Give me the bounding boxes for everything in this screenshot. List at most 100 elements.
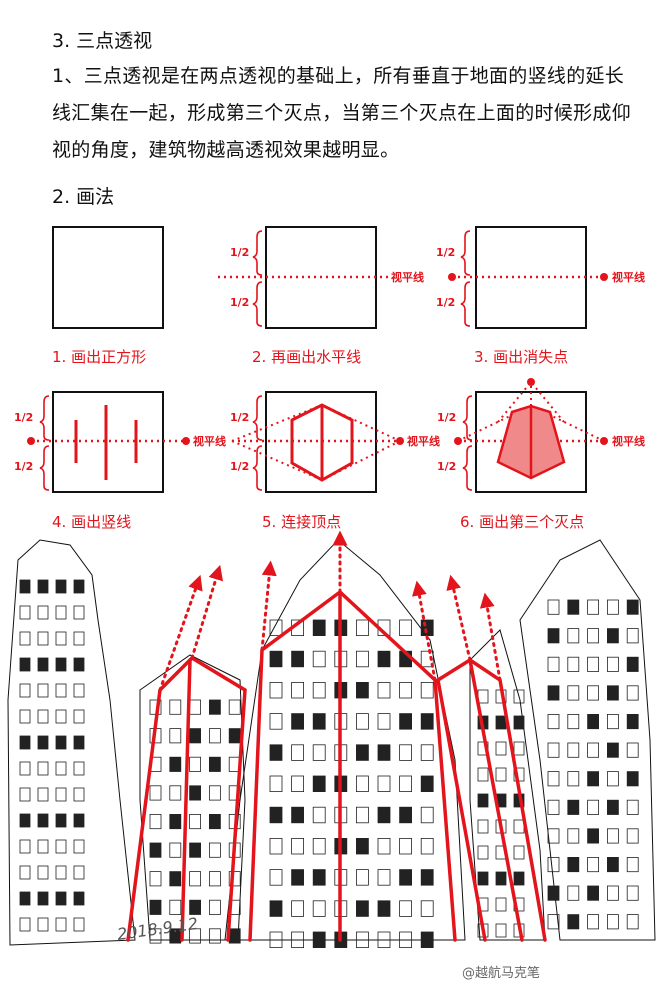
window-mark (291, 775, 305, 793)
window-mark (208, 871, 221, 887)
window-mark (567, 714, 580, 730)
horizon-label: 视平线 (612, 270, 645, 284)
window-mark (189, 842, 202, 858)
convergence-lines (126, 589, 547, 942)
step-caption-1: 1. 画出正方形 (52, 348, 147, 366)
window-mark (228, 785, 241, 801)
window-mark (149, 814, 162, 830)
window-mark (607, 685, 619, 701)
window-mark (269, 900, 283, 917)
window-mark (420, 931, 434, 949)
window-mark (377, 900, 391, 917)
window-mark (312, 900, 326, 917)
window-mark (626, 885, 639, 901)
window-mark (189, 928, 202, 944)
step2-figure: 1/2 1/2 视平线 (218, 226, 424, 329)
window-mark (587, 714, 599, 730)
window-mark (547, 599, 560, 615)
window-mark (189, 756, 202, 772)
window-mark (149, 785, 162, 801)
window-mark (312, 775, 326, 793)
window-mark (312, 713, 326, 730)
window-mark (19, 605, 31, 620)
window-mark (477, 845, 489, 860)
window-mark (420, 869, 434, 886)
window-mark (269, 744, 283, 761)
window-mark (73, 709, 85, 724)
window-mark (73, 657, 85, 672)
window-mark (567, 828, 580, 844)
window-mark (495, 897, 507, 912)
window-mark (189, 785, 202, 801)
window-mark (312, 744, 326, 761)
window-mark (269, 931, 283, 949)
window-mark (269, 869, 283, 886)
half-label: 1/2 (437, 460, 456, 473)
step5-figure: 1/2 1/2 视平线 (230, 391, 440, 493)
window-mark (55, 761, 67, 776)
window-mark (55, 813, 67, 828)
window-mark (291, 650, 305, 668)
window-mark (626, 628, 639, 644)
window-mark (420, 682, 434, 699)
window-mark (547, 857, 560, 873)
window-mark (377, 713, 391, 730)
window-mark (37, 839, 49, 854)
window-mark (312, 869, 326, 886)
window-mark (55, 917, 67, 932)
window-mark (169, 756, 182, 772)
window-mark (73, 839, 85, 854)
window-mark (607, 828, 619, 844)
window-mark (547, 799, 560, 815)
building-sketch (7, 539, 656, 946)
window-mark (73, 735, 85, 750)
window-mark (55, 787, 67, 802)
window-mark (377, 931, 391, 949)
window-mark (55, 579, 67, 594)
window-mark (312, 931, 326, 949)
window-mark (355, 900, 369, 917)
window-mark (19, 761, 31, 776)
window-mark (208, 814, 221, 830)
window-mark (19, 813, 31, 828)
description-paragraph: 1、三点透视是在两点透视的基础上，所有垂直于地面的竖线的延长线汇集在一起，形成第… (52, 65, 632, 161)
window-mark (513, 871, 525, 886)
window-mark (587, 799, 599, 815)
window-mark (291, 869, 305, 886)
half-label: 1/2 (437, 411, 456, 424)
window-mark (355, 869, 369, 886)
window-mark (208, 842, 221, 858)
window-mark (169, 699, 182, 715)
window-mark (607, 714, 619, 730)
window-mark (37, 787, 49, 802)
window-mark (55, 839, 67, 854)
window-mark (626, 656, 639, 672)
window-mark (189, 699, 202, 715)
window-mark (399, 682, 413, 699)
step-caption-6: 6. 画出第三个灭点 (460, 513, 585, 531)
window-mark (420, 900, 434, 917)
section-title: 3. 三点透视 (52, 30, 153, 52)
window-mark (19, 839, 31, 854)
window-mark (149, 842, 162, 858)
window-mark (73, 761, 85, 776)
window-mark (169, 842, 182, 858)
window-mark (399, 838, 413, 855)
window-mark (399, 900, 413, 917)
window-mark (626, 599, 639, 615)
window-mark (37, 813, 49, 828)
window-mark (228, 871, 241, 887)
window-mark (399, 713, 413, 730)
window-mark (495, 923, 507, 938)
window-mark (513, 715, 525, 730)
window-mark (19, 631, 31, 646)
window-mark (169, 785, 182, 801)
window-mark (73, 605, 85, 620)
window-mark (55, 631, 67, 646)
window-mark (291, 838, 305, 855)
window-mark (377, 744, 391, 761)
window-mark (19, 917, 31, 932)
window-mark (269, 775, 283, 793)
half-label: 1/2 (230, 411, 249, 424)
window-mark (208, 728, 221, 744)
